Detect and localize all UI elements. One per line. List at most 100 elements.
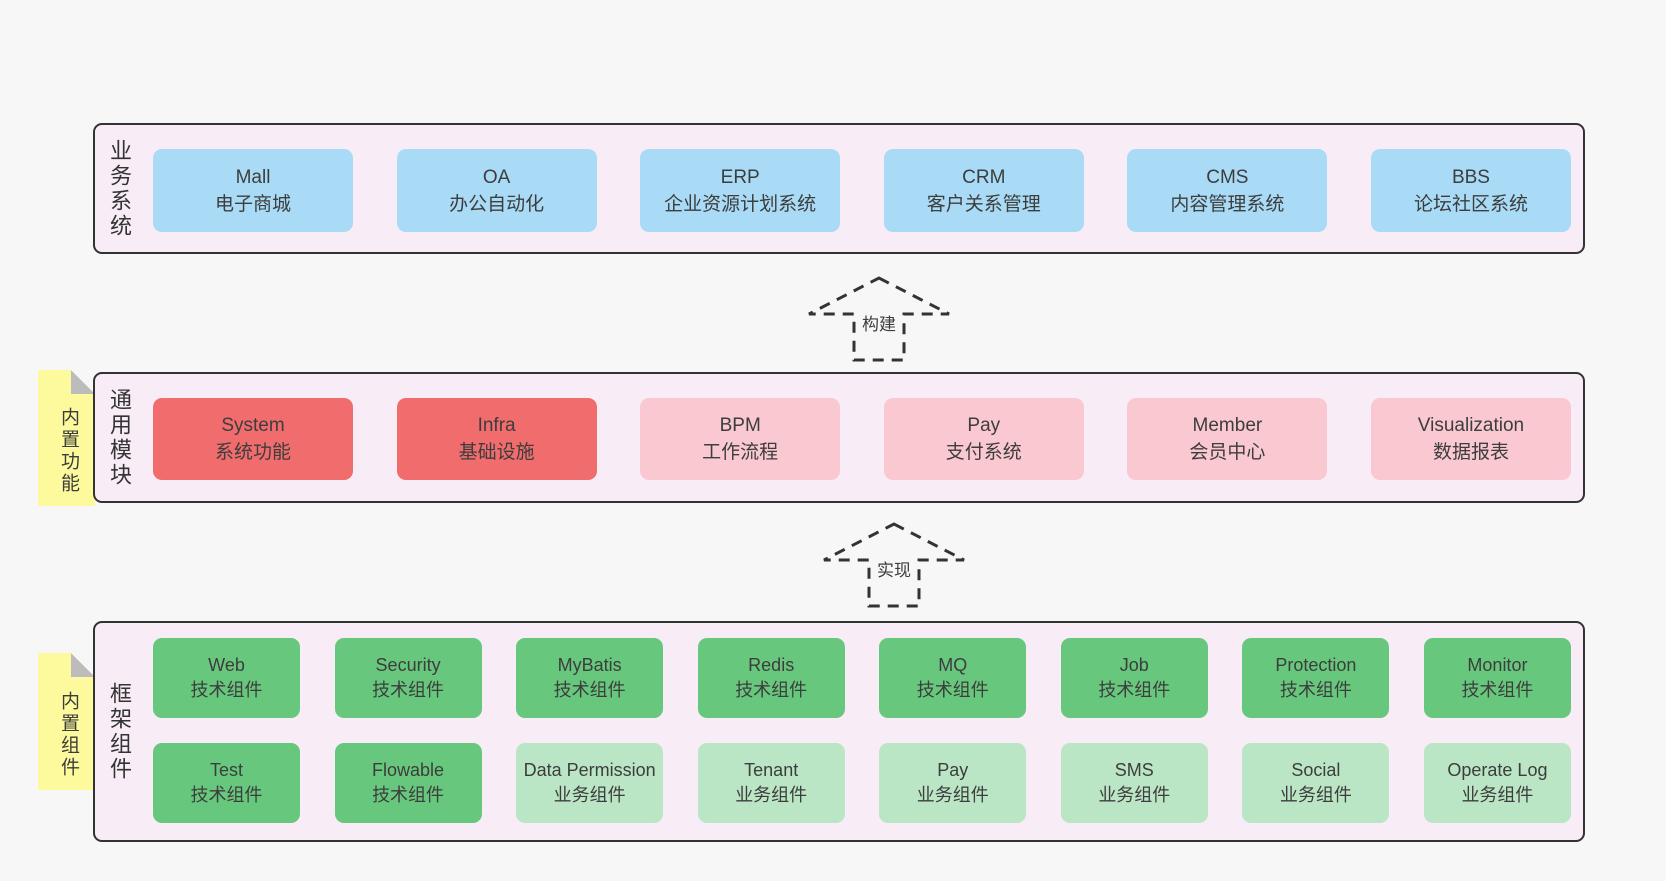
band-framework-components: 框架组件 Web 技术组件 Security 技术组件 MyBatis 技术组件… bbox=[93, 621, 1585, 842]
box-subtitle: 技术组件 bbox=[553, 680, 626, 700]
box-title: Security bbox=[375, 655, 441, 675]
box-subtitle: 企业资源计划系统 bbox=[664, 193, 817, 215]
box-title: Social bbox=[1291, 760, 1341, 780]
box-title: ERP bbox=[720, 166, 760, 188]
dashed-up-arrow-icon bbox=[823, 522, 965, 608]
box-title: Pay bbox=[967, 415, 1001, 436]
up-arrow-build: 构建 bbox=[806, 275, 952, 363]
band-label: 通用模块 bbox=[107, 387, 132, 488]
box-mall: Mall 电子商城 bbox=[153, 149, 353, 232]
dashed-up-arrow-icon bbox=[808, 276, 950, 362]
framework-row-1: Web 技术组件 Security 技术组件 MyBatis 技术组件 Redi… bbox=[153, 638, 1571, 718]
box-title: Operate Log bbox=[1447, 760, 1548, 780]
sticky-note-built-in-features: 内置功能 bbox=[38, 370, 95, 506]
box-subtitle: 技术组件 bbox=[190, 680, 263, 700]
box-visualization: Visualization 数据报表 bbox=[1370, 398, 1571, 480]
box-flowable: Flowable 技术组件 bbox=[334, 743, 482, 823]
box-subtitle: 内容管理系统 bbox=[1170, 193, 1285, 215]
box-title: MyBatis bbox=[557, 655, 622, 675]
common-module-boxes: System 系统功能 Infra 基础设施 BPM 工作流程 Pay 支付系统… bbox=[153, 398, 1571, 480]
box-bpm: BPM 工作流程 bbox=[640, 398, 841, 480]
box-subtitle: 技术组件 bbox=[372, 680, 445, 700]
box-sms: SMS 业务组件 bbox=[1060, 743, 1208, 823]
box-test: Test 技术组件 bbox=[153, 743, 300, 823]
box-title: BPM bbox=[719, 415, 761, 436]
box-subtitle: 业务组件 bbox=[1461, 785, 1534, 805]
box-redis: Redis 技术组件 bbox=[697, 638, 845, 718]
box-subtitle: 数据报表 bbox=[1432, 442, 1509, 463]
box-subtitle: 技术组件 bbox=[916, 680, 989, 700]
box-title: Monitor bbox=[1467, 655, 1528, 675]
box-title: Member bbox=[1192, 415, 1263, 436]
box-title: Infra bbox=[477, 415, 516, 436]
box-pay-component: Pay 业务组件 bbox=[879, 743, 1027, 823]
business-system-boxes: Mall 电子商城 OA 办公自动化 ERP 企业资源计划系统 CRM 客户关系… bbox=[153, 149, 1571, 232]
box-subtitle: 论坛社区系统 bbox=[1413, 193, 1528, 215]
box-title: Test bbox=[209, 760, 243, 780]
box-cms: CMS 内容管理系统 bbox=[1127, 149, 1328, 232]
box-monitor: Monitor 技术组件 bbox=[1423, 638, 1571, 718]
box-subtitle: 技术组件 bbox=[190, 785, 263, 805]
sticky-note-label: 内置组件 bbox=[58, 690, 79, 779]
folded-corner-icon bbox=[71, 370, 95, 394]
box-operate-log: Operate Log 业务组件 bbox=[1423, 743, 1571, 823]
box-tenant: Tenant 业务组件 bbox=[697, 743, 845, 823]
band-label-wrap: 通用模块 bbox=[103, 374, 135, 501]
box-subtitle: 办公自动化 bbox=[449, 193, 545, 215]
box-title: Web bbox=[208, 655, 245, 675]
box-social: Social 业务组件 bbox=[1242, 743, 1390, 823]
box-subtitle: 业务组件 bbox=[916, 785, 989, 805]
box-title: System bbox=[221, 415, 285, 436]
box-title: Visualization bbox=[1417, 415, 1525, 436]
box-subtitle: 技术组件 bbox=[372, 785, 445, 805]
box-title: OA bbox=[482, 166, 511, 188]
box-subtitle: 技术组件 bbox=[1461, 680, 1534, 700]
box-title: Flowable bbox=[372, 760, 445, 780]
folded-corner-icon bbox=[71, 653, 95, 677]
box-title: CRM bbox=[962, 166, 1006, 188]
box-web: Web 技术组件 bbox=[153, 638, 300, 718]
box-subtitle: 会员中心 bbox=[1189, 442, 1266, 463]
box-subtitle: 业务组件 bbox=[735, 785, 808, 805]
box-member: Member 会员中心 bbox=[1127, 398, 1328, 480]
box-subtitle: 支付系统 bbox=[945, 442, 1022, 463]
band-label-wrap: 业务系统 bbox=[103, 125, 135, 252]
box-mybatis: MyBatis 技术组件 bbox=[516, 638, 664, 718]
box-subtitle: 技术组件 bbox=[735, 680, 808, 700]
box-mq: MQ 技术组件 bbox=[879, 638, 1027, 718]
box-title: Pay bbox=[937, 760, 969, 780]
box-system: System 系统功能 bbox=[153, 398, 353, 480]
box-title: Job bbox=[1119, 655, 1149, 675]
arrow-label: 实现 bbox=[874, 555, 914, 582]
box-subtitle: 系统功能 bbox=[214, 442, 291, 463]
sticky-note-label: 内置功能 bbox=[58, 407, 79, 495]
box-subtitle: 业务组件 bbox=[1098, 785, 1171, 805]
box-infra: Infra 基础设施 bbox=[396, 398, 597, 480]
box-subtitle: 业务组件 bbox=[553, 785, 626, 805]
box-oa: OA 办公自动化 bbox=[396, 149, 597, 232]
band-business-systems: 业务系统 Mall 电子商城 OA 办公自动化 ERP 企业资源计划系统 CRM… bbox=[93, 123, 1585, 254]
box-crm: CRM 客户关系管理 bbox=[883, 149, 1084, 232]
box-data-permission: Data Permission 业务组件 bbox=[516, 743, 664, 823]
framework-row-2: Test 技术组件 Flowable 技术组件 Data Permission … bbox=[153, 743, 1571, 823]
box-title: Protection bbox=[1275, 655, 1357, 675]
box-security: Security 技术组件 bbox=[334, 638, 482, 718]
box-subtitle: 电子商城 bbox=[214, 193, 291, 215]
band-label-wrap: 框架组件 bbox=[103, 623, 135, 840]
box-subtitle: 技术组件 bbox=[1279, 680, 1352, 700]
box-title: BBS bbox=[1451, 166, 1490, 188]
box-title: CMS bbox=[1206, 166, 1249, 188]
box-title: SMS bbox=[1114, 760, 1154, 780]
band-label: 框架组件 bbox=[107, 681, 132, 782]
sticky-note-built-in-components: 内置组件 bbox=[38, 653, 95, 790]
box-title: Mall bbox=[235, 166, 271, 188]
box-title: Tenant bbox=[744, 760, 799, 780]
box-title: Redis bbox=[748, 655, 795, 675]
box-title: Data Permission bbox=[523, 760, 656, 780]
box-bbs: BBS 论坛社区系统 bbox=[1370, 149, 1571, 232]
box-subtitle: 基础设施 bbox=[458, 442, 535, 463]
box-job: Job 技术组件 bbox=[1060, 638, 1208, 718]
box-erp: ERP 企业资源计划系统 bbox=[640, 149, 841, 232]
arrow-label: 构建 bbox=[859, 309, 899, 336]
